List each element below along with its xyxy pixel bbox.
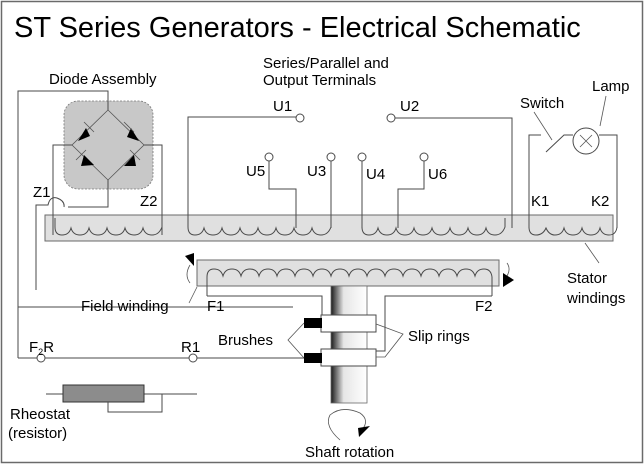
terminal-label-u2: U2 [400,98,419,115]
terminal-label-f1: F1 [207,298,225,315]
terminal-label-u6: U6 [428,166,447,183]
stator-coil-group-4 [528,218,618,236]
slip-ring-lower [320,348,377,367]
terminal-label-z2: Z2 [140,193,158,210]
diode-icon [127,128,139,141]
terminals-heading-line1: Series/Parallel and [263,55,389,72]
stator-windings-label-line2: windings [566,290,625,307]
switch-label: Switch [520,95,564,112]
terminal-label-u1: U1 [273,98,292,115]
terminal-label-u3: U3 [307,163,326,180]
lamp-icon [572,127,600,155]
rheostat-label-line1: Rheostat [10,406,71,423]
stator-coil-group-1 [54,218,163,236]
stator-coil-group-3 [361,218,506,236]
diode-assembly-label: Diode Assembly [49,71,157,88]
terminals-heading-line2: Output Terminals [263,72,376,89]
shaft-rotation-arrow-icon [358,426,370,437]
terminal-f2r[interactable] [36,353,46,363]
diode-assembly-box [63,100,154,190]
terminal-label-r1: R1 [181,339,200,356]
terminal-u5[interactable] [264,152,274,162]
shaft-rotation-label: Shaft rotation [305,444,394,461]
rotor-shaft [330,285,368,404]
rheostat-label-line2: (resistor) [8,425,67,442]
terminal-u6[interactable] [419,152,429,162]
rotation-arrow-icon [185,253,194,266]
field-winding-label: Field winding [81,298,169,315]
terminal-label-f2: F2 [475,298,493,315]
terminal-label-k2: K2 [591,193,609,210]
terminal-u3[interactable] [326,152,336,162]
field-winding-coil [206,268,493,296]
lamp-label: Lamp [592,78,630,95]
slip-ring-upper [320,314,377,333]
rheostat-icon [46,384,197,413]
brush-upper [304,318,322,328]
switch-icon[interactable] [545,134,573,153]
terminal-label-u4: U4 [366,166,385,183]
terminal-label-z1: Z1 [33,184,51,201]
terminal-label-k1: K1 [531,193,549,210]
terminal-u2[interactable] [386,113,396,123]
slip-rings-label: Slip rings [408,328,470,345]
stator-windings-label-line1: Stator [567,270,607,287]
terminal-u1[interactable] [295,113,305,123]
brush-lower [304,353,322,363]
terminal-r1[interactable] [188,353,198,363]
page-title: ST Series Generators - Electrical Schema… [14,12,581,44]
rotation-arrow-icon [503,273,514,287]
diode-icon [124,155,136,166]
diode-icon [81,155,94,166]
stator-coil-group-2 [187,218,332,236]
stator-windings-bar [44,214,614,242]
diode-icon [78,128,90,141]
terminal-label-u5: U5 [246,163,265,180]
brushes-label: Brushes [218,332,273,349]
terminal-label-f2r: F2R [29,339,54,357]
terminal-u4[interactable] [357,152,367,162]
diode-bridge [71,109,145,181]
